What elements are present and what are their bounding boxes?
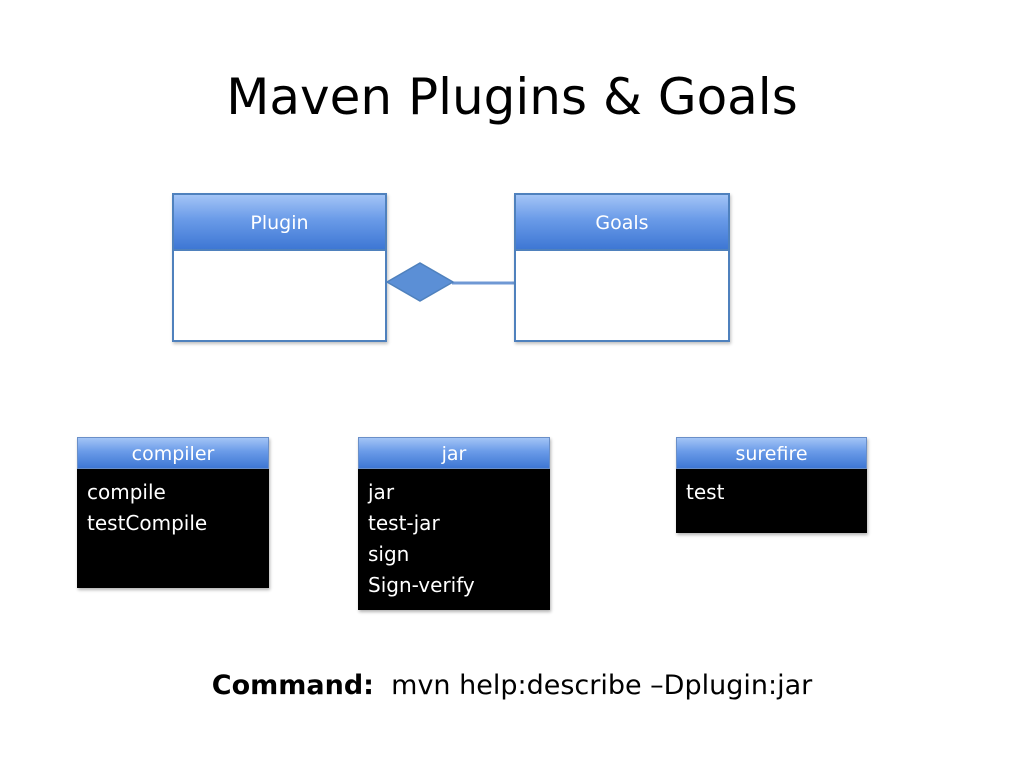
plugin-class-header: Plugin [174,195,385,251]
goal-item: testCompile [87,511,208,535]
goals-class-box: Goals [514,193,730,342]
plugin-card-jar: jar jar test-jar sign Sign-verify [358,437,550,610]
slide-title: Maven Plugins & Goals [226,68,798,126]
plugin-card-header: compiler [77,437,269,469]
plugin-goals-list: jar test-jar sign Sign-verify [358,469,550,610]
command-label: Command: [211,670,374,701]
goal-item: test [686,480,725,504]
plugin-goals-list: test [676,469,867,533]
command-text: mvn help:describe –Dplugin:jar [391,670,813,701]
aggregation-diamond [385,262,455,302]
goals-class-header: Goals [516,195,728,251]
goal-item: sign [368,542,410,566]
plugin-card-header: jar [358,437,550,469]
plugin-goals-list: compile testCompile [77,469,269,588]
plugin-card-compiler: compiler compile testCompile [77,437,269,588]
plugin-card-header: surefire [676,437,867,469]
plugin-card-surefire: surefire test [676,437,867,533]
command-line: Command: mvn help:describe –Dplugin:jar [0,666,1024,706]
goal-item: jar [368,480,395,504]
plugin-class-box: Plugin [172,193,387,342]
goal-item: compile [87,480,166,504]
goal-item: test-jar [368,511,440,535]
goal-item: Sign-verify [368,573,475,597]
